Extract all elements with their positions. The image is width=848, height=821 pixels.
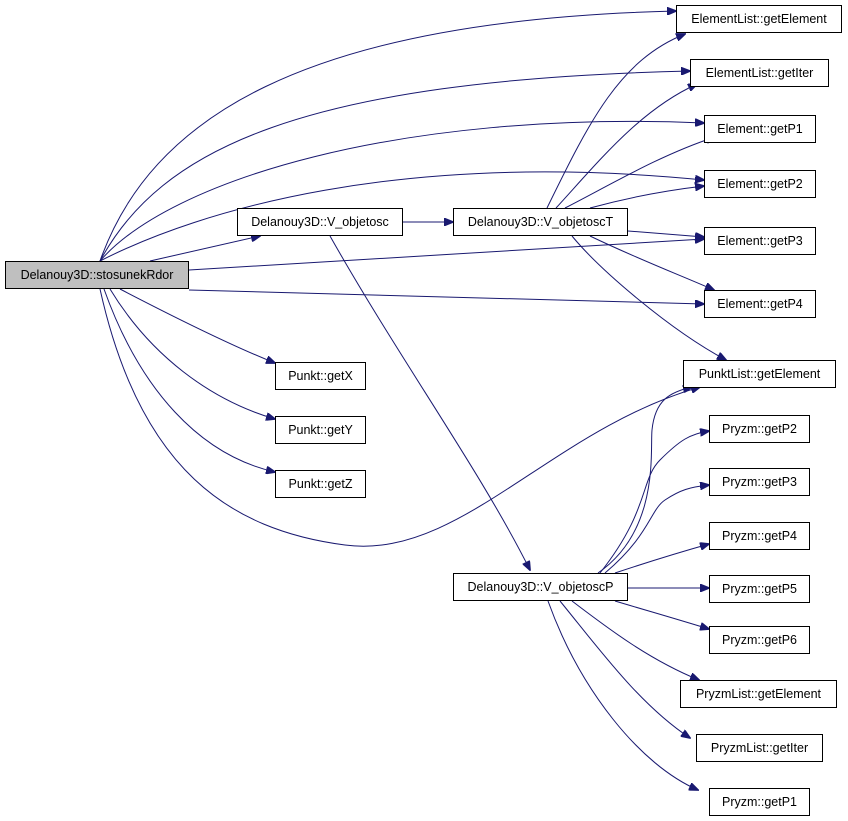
node-punkt-getx[interactable]: Punkt::getX (275, 362, 366, 390)
node-delanouy3d-v-objetosc[interactable]: Delanouy3D::V_objetosc (237, 208, 403, 236)
node-pryzm-getp3[interactable]: Pryzm::getP3 (709, 468, 810, 496)
node-delanouy3d-v-objetosct[interactable]: Delanouy3D::V_objetoscT (453, 208, 628, 236)
node-pryzm-getp2[interactable]: Pryzm::getP2 (709, 415, 810, 443)
edge-t-to-elementlist-getiter (555, 84, 697, 209)
edge-p-to-pryzmlist-getelement (571, 600, 699, 680)
node-delanouy3d-v-objetoscp[interactable]: Delanouy3D::V_objetoscP (453, 573, 628, 601)
edge-p-to-punktlist-getelement (597, 387, 692, 574)
node-element-getp4[interactable]: Element::getP4 (704, 290, 816, 318)
node-pryzm-getp1[interactable]: Pryzm::getP1 (709, 788, 810, 816)
node-punkt-gety[interactable]: Punkt::getY (275, 416, 366, 444)
edge-p-to-pryzm-getp1 (547, 600, 698, 790)
node-pryzmlist-getelement[interactable]: PryzmList::getElement (680, 680, 837, 708)
edge-t-to-element-getp3 (627, 230, 704, 237)
edge-root-to-element-getp1 (99, 121, 704, 262)
edge-root-to-elementlist-getelement (99, 11, 676, 262)
edge-root-to-punkt-getz (103, 288, 275, 472)
node-elementlist-getelement[interactable]: ElementList::getElement (676, 5, 842, 33)
edge-t-to-element-getp4 (589, 235, 714, 290)
node-punktlist-getelement[interactable]: PunktList::getElement (683, 360, 836, 388)
node-elementlist-getiter[interactable]: ElementList::getIter (690, 59, 829, 87)
edge-p-to-pryzm-getp2 (599, 431, 709, 574)
node-punkt-getz[interactable]: Punkt::getZ (275, 470, 366, 498)
edge-p-to-pryzm-getp4 (614, 544, 709, 574)
node-delanouy3d-stosunekrdor: Delanouy3D::stosunekRdor (5, 261, 189, 289)
edge-root-to-punktlist-getelement (99, 288, 700, 547)
edge-root-to-element-getp2 (99, 171, 704, 262)
node-element-getp2[interactable]: Element::getP2 (704, 170, 816, 198)
edge-p-to-pryzm-getp6 (614, 600, 709, 629)
node-pryzm-getp4[interactable]: Pryzm::getP4 (709, 522, 810, 550)
node-element-getp1[interactable]: Element::getP1 (704, 115, 816, 143)
node-pryzm-getp6[interactable]: Pryzm::getP6 (709, 626, 810, 654)
edge-t-to-elementlist-getelement (546, 34, 685, 209)
edge-p-to-pryzm-getp3 (604, 485, 709, 574)
edge-v-objetosc-to-v-objetosc-p (329, 235, 530, 570)
edge-root-to-v-objetosc (149, 236, 260, 262)
edge-root-to-element-getp3 (188, 239, 704, 271)
edge-t-to-punktlist-getelement (571, 235, 726, 360)
edge-root-to-element-getp4 (188, 289, 704, 304)
edge-t-to-element-getp1 (564, 137, 715, 209)
edge-p-to-pryzmlist-getiter (559, 600, 690, 738)
node-pryzmlist-getiter[interactable]: PryzmList::getIter (696, 734, 823, 762)
edge-root-to-punkt-getx (119, 288, 275, 363)
edge-t-to-element-getp2 (589, 186, 704, 209)
node-element-getp3[interactable]: Element::getP3 (704, 227, 816, 255)
node-pryzm-getp5[interactable]: Pryzm::getP5 (709, 575, 810, 603)
edge-root-to-punkt-gety (109, 288, 275, 419)
edge-root-to-elementlist-getiter (99, 71, 690, 262)
